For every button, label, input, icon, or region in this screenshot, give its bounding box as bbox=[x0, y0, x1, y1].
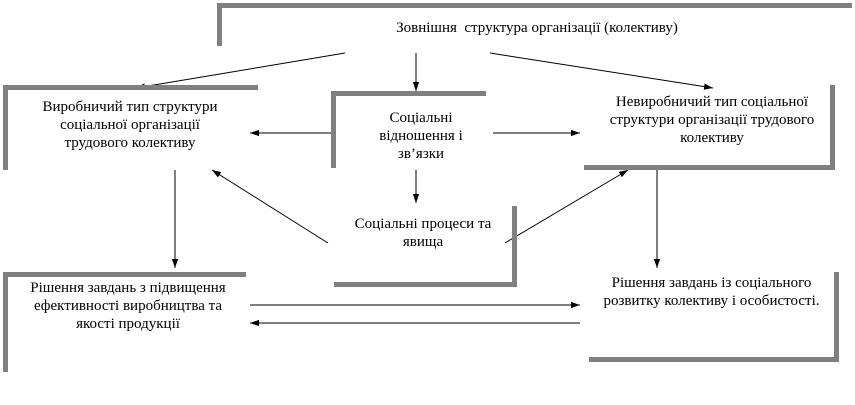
arrow-processes-to-nonproductive bbox=[504, 169, 629, 244]
node-non-productive-type-label: Невиробничий тип соціальної структури ор… bbox=[609, 94, 815, 146]
node-productive-type: Виробничий тип структури соціальної орга… bbox=[3, 85, 258, 170]
node-social-tasks: Рішення завдань із соціального розвитку … bbox=[589, 272, 839, 362]
node-social-tasks-label: Рішення завдань із соціального розвитку … bbox=[603, 275, 820, 309]
node-social-processes-label: Соціальні процеси та явища bbox=[354, 216, 492, 250]
node-productive-type-label: Виробничий тип структури соціальної орга… bbox=[42, 99, 218, 151]
node-social-processes: Соціальні процеси та явища bbox=[334, 206, 517, 287]
node-external-structure: Зовнішня структура організації (колектив… bbox=[217, 3, 852, 46]
node-production-tasks: Рішення завдань з підвищення ефективност… bbox=[3, 272, 246, 372]
node-external-structure-label: Зовнішня структура організації (колектив… bbox=[396, 20, 678, 36]
arrow-external-to-nonproductive bbox=[489, 52, 714, 90]
node-social-relations: Соціальні відношення і зв’язки bbox=[331, 91, 486, 168]
arrow-processes-to-productive bbox=[211, 169, 329, 244]
node-social-relations-label: Соціальні відношення і зв’язки bbox=[379, 110, 463, 162]
node-non-productive-type: Невиробничий тип соціальної структури ор… bbox=[584, 85, 835, 170]
node-production-tasks-label: Рішення завдань з підвищення ефективност… bbox=[30, 280, 226, 332]
arrow-external-to-productive bbox=[135, 52, 346, 90]
